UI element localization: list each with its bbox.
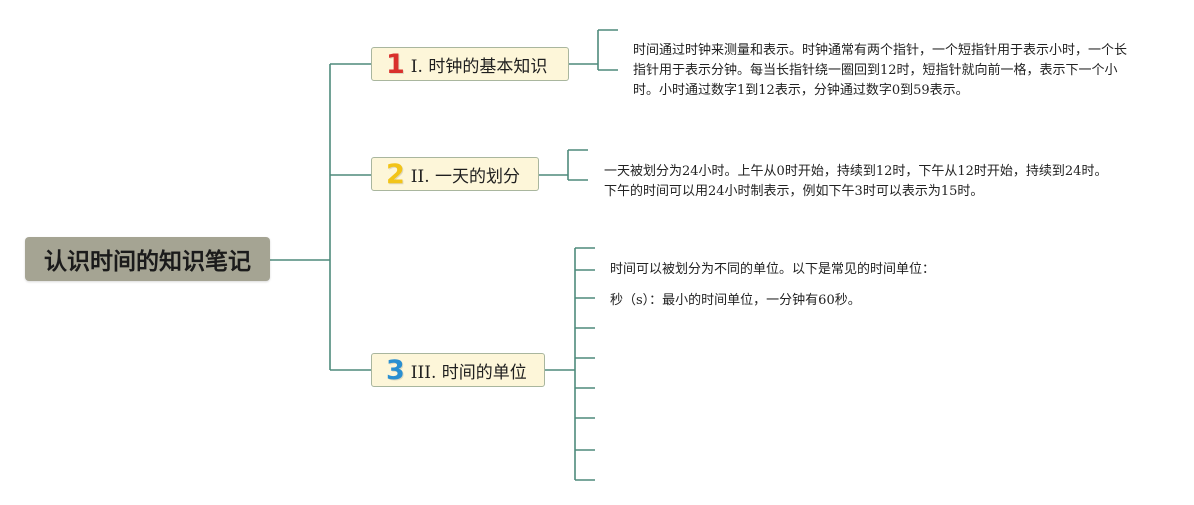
branch-label-3: III. 时间的单位 [410,362,527,383]
branch-node-1[interactable]: 1 I. 时钟的基本知识 [371,47,569,81]
leaf-note-3-2[interactable]: 秒（s）：最小的时间单位，一分钟有60秒。 [610,291,1010,311]
branch-node-2[interactable]: 2 II. 一天的划分 [371,157,539,191]
leaf-text: 时间可以被划分为不同的单位。以下是常见的时间单位： [610,262,936,277]
number-three-icon: 3 [386,354,405,386]
leaf-note-2-1[interactable]: 一天被划分为24小时。上午从0时开始，持续到12时，下午从12时开始，持续到24… [604,162,1109,202]
leaf-note-1-1[interactable]: 时间通过时钟来测量和表示。时钟通常有两个指针，一个短指针用于表示小时，一个长指针… [633,41,1128,101]
branch-node-3[interactable]: 3 III. 时间的单位 [371,353,545,387]
number-two-icon: 2 [386,158,405,190]
number-one-icon: 1 [386,48,405,80]
branch-label-2: II. 一天的划分 [410,166,521,187]
branch-label-1: I. 时钟的基本知识 [410,56,548,77]
root-node[interactable]: 认识时间的知识笔记 [25,237,270,281]
leaf-text: 时间通过时钟来测量和表示。时钟通常有两个指针，一个短指针用于表示小时，一个长指针… [633,43,1128,98]
leaf-text: 一天被划分为24小时。上午从0时开始，持续到12时，下午从12时开始，持续到24… [604,164,1108,199]
leaf-text: 秒（s）：最小的时间单位，一分钟有60秒。 [610,293,861,308]
leaf-note-3-1[interactable]: 时间可以被划分为不同的单位。以下是常见的时间单位： [610,260,1010,280]
root-title: 认识时间的知识笔记 [44,249,251,275]
